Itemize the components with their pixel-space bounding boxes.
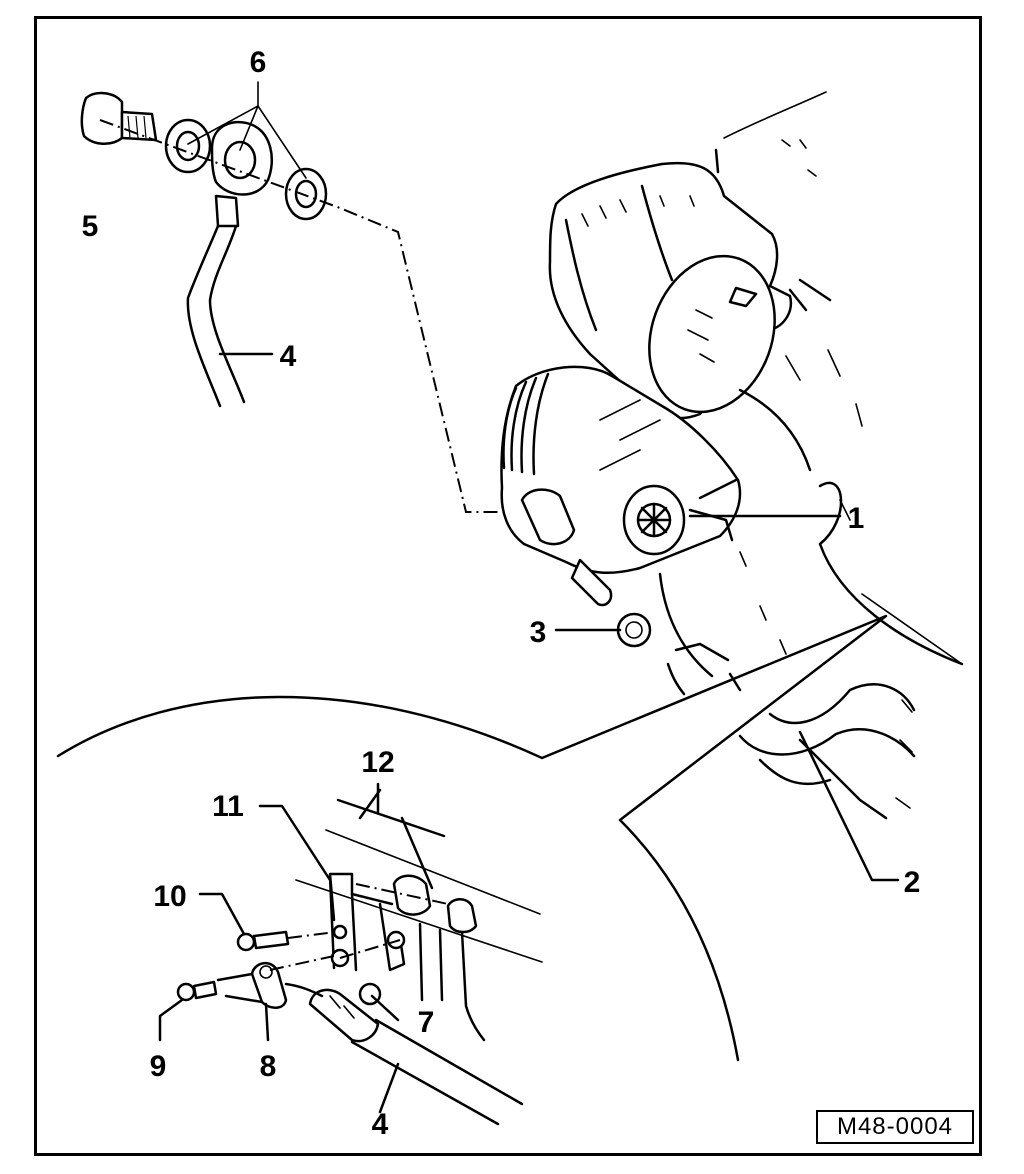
bolt-10 <box>236 930 337 952</box>
figure-reference: M48-0004 <box>816 1110 974 1144</box>
reservoir-and-pump <box>500 91 964 696</box>
clamp-8 <box>216 955 335 1009</box>
callout-2: 2 <box>904 866 921 899</box>
assembly-line-top <box>99 119 522 513</box>
callout-4-top: 4 <box>280 340 297 373</box>
detail-divider <box>56 614 888 1062</box>
leader-11 <box>258 804 332 882</box>
callout-12: 12 <box>361 746 394 779</box>
callout-11: 11 <box>212 790 244 823</box>
leader-9 <box>158 998 184 1042</box>
callout-5: 5 <box>82 210 99 243</box>
callout-6: 6 <box>250 46 267 79</box>
callout-7: 7 <box>418 1006 435 1039</box>
bolt-9 <box>176 980 218 1002</box>
subframe-bracket <box>295 788 543 1042</box>
nut-3 <box>616 612 652 648</box>
leader-7 <box>370 994 400 1022</box>
callout-3: 3 <box>530 616 547 649</box>
drawing-frame <box>34 16 982 1156</box>
return-hose <box>738 683 916 820</box>
callout-4-bottom: 4 <box>372 1108 389 1141</box>
banjo-fitting <box>210 120 274 228</box>
leader-6 <box>187 81 307 179</box>
callout-1: 1 <box>848 502 865 535</box>
pressure-hose-lower <box>284 982 524 1126</box>
sealing-washer-right <box>284 167 328 221</box>
callout-9: 9 <box>150 1050 167 1083</box>
assembly-line-bottom <box>339 883 449 959</box>
leader-2 <box>798 730 900 882</box>
callout-10: 10 <box>153 880 186 913</box>
pressure-hose-upper <box>186 224 246 408</box>
right-contour <box>861 593 963 665</box>
leader-10 <box>198 892 246 936</box>
leader-8 <box>264 1002 270 1042</box>
sealing-washer-left <box>164 118 212 174</box>
leader-4-bottom <box>378 1062 400 1114</box>
banjo-bolt <box>80 91 158 145</box>
callout-8: 8 <box>260 1050 277 1083</box>
